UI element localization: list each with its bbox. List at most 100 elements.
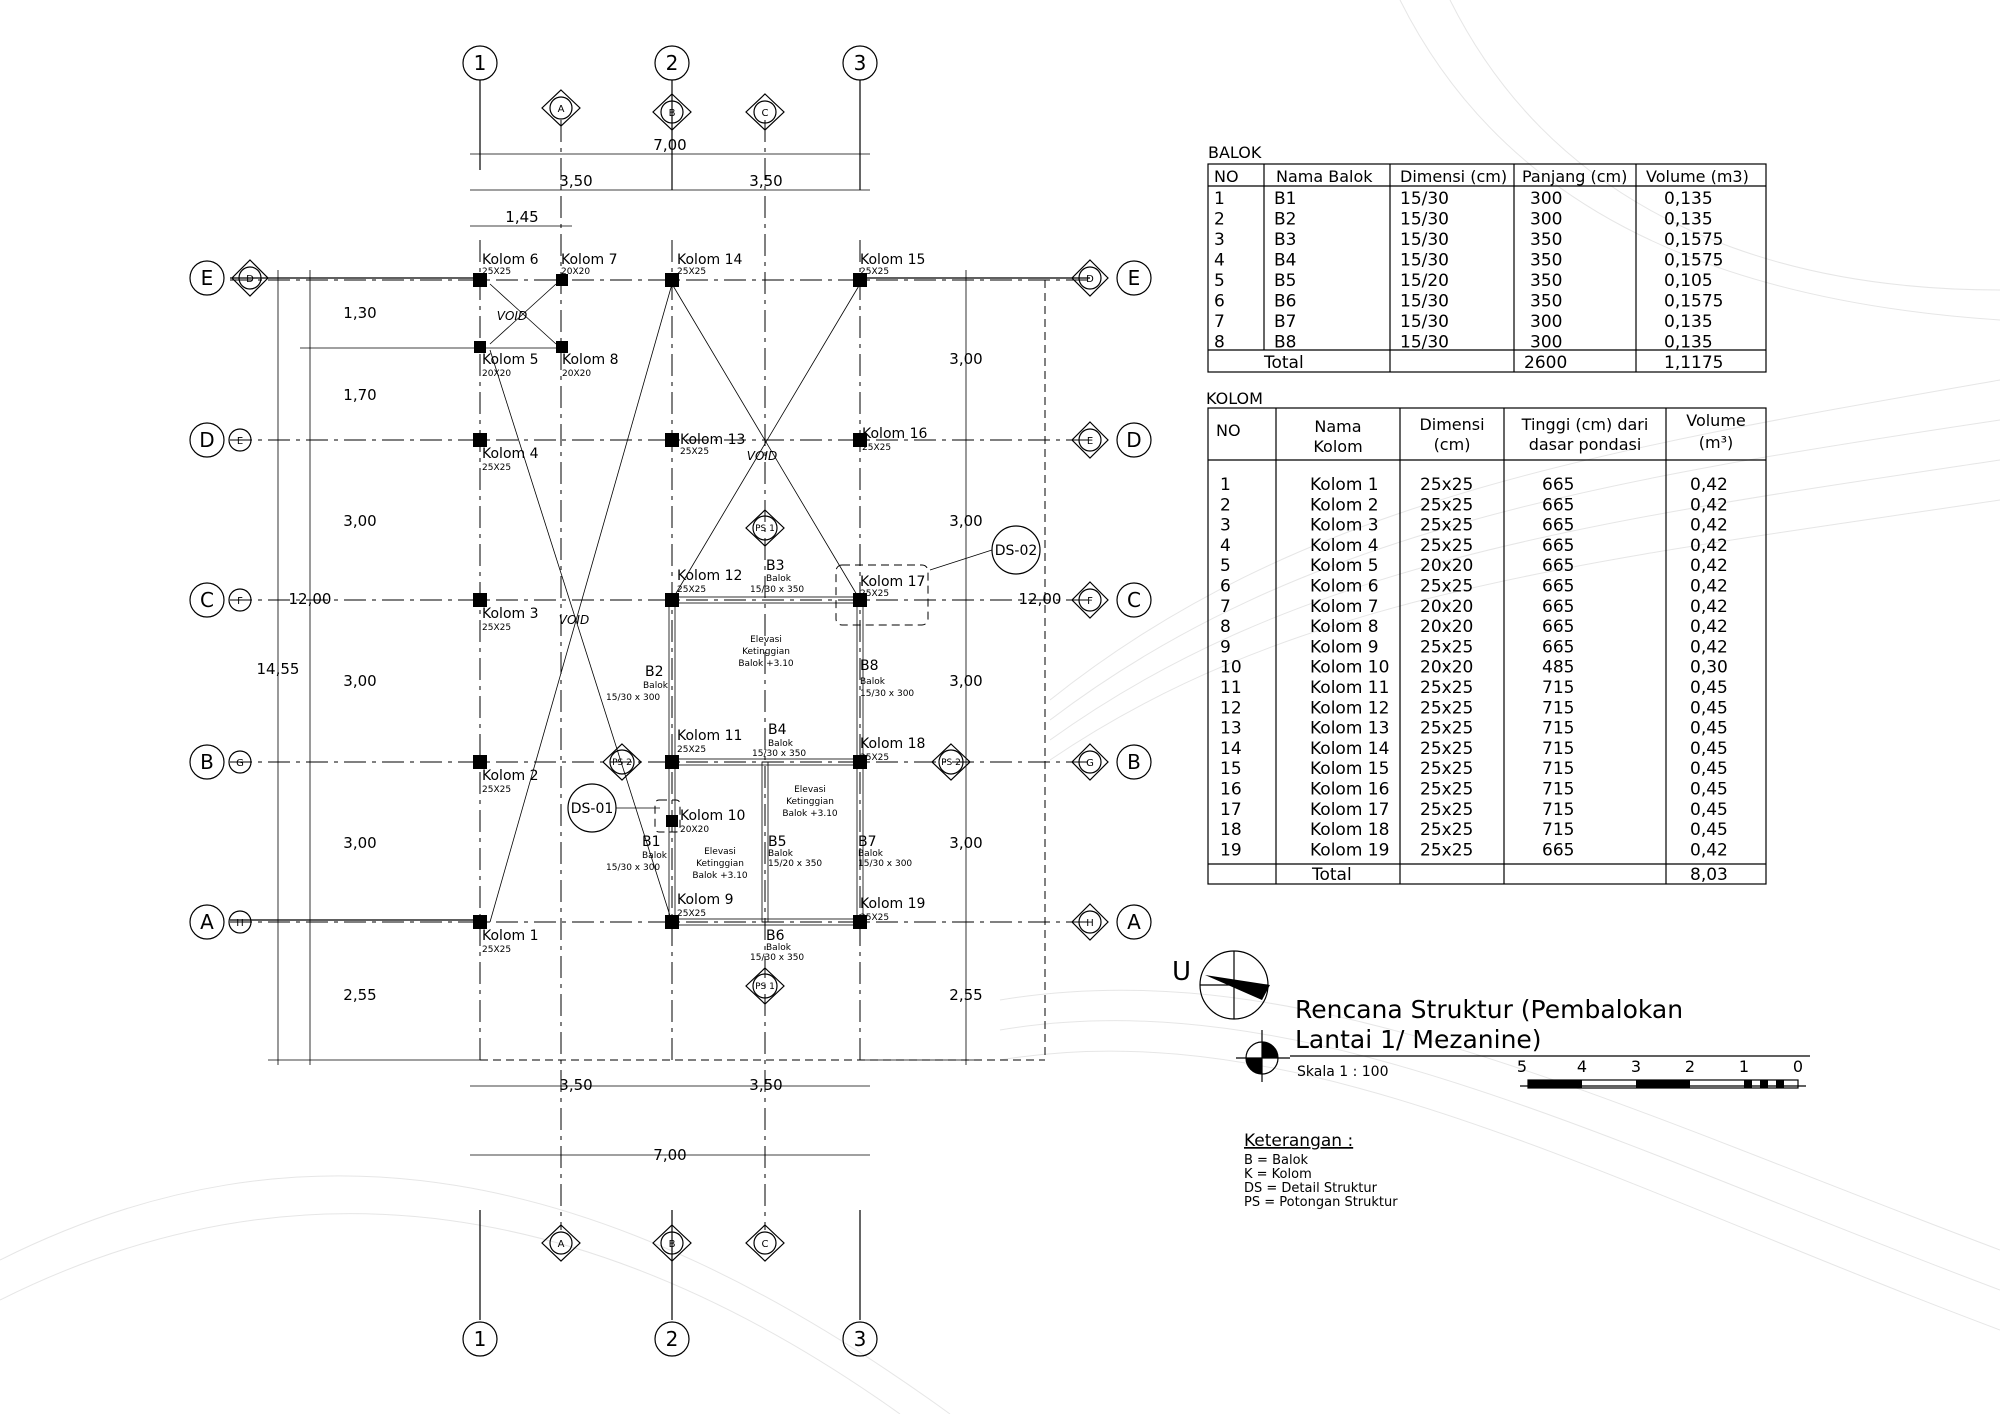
void-label-1: VOID — [497, 309, 527, 323]
legend-item-3: DS = Detail Struktur — [1244, 1181, 1378, 1196]
grid-inner-left-f: F — [237, 596, 243, 607]
dim-left-2: 1,70 — [343, 386, 376, 404]
ps2-right-label: PS 2 — [941, 758, 961, 768]
col-label-15: Kolom 15 — [860, 252, 925, 268]
grid-bottom-a: A — [558, 1239, 565, 1250]
balok-cell: 350 — [1530, 271, 1562, 291]
balok-cell: 15/30 — [1400, 230, 1449, 250]
balok-cell: 350 — [1530, 251, 1562, 271]
kolom-cell: Kolom 14 — [1310, 739, 1389, 759]
kolom-cell: 0,42 — [1690, 637, 1728, 657]
balok-cell: 0,105 — [1664, 271, 1713, 291]
balok-cell: 5 — [1214, 271, 1225, 291]
balok-cell: 300 — [1530, 333, 1562, 353]
balok-cell: B7 — [1274, 312, 1296, 332]
kolom-h-dim-1: Dimensi — [1419, 415, 1484, 434]
kolom-cell: 4 — [1220, 536, 1231, 556]
legend: Keterangan : B = Balok K = Kolom DS = De… — [1244, 1131, 1398, 1210]
beam-label-b5: B5 — [768, 834, 787, 850]
kolom-cell: Kolom 12 — [1310, 698, 1389, 718]
kolom-cell: Kolom 13 — [1310, 719, 1389, 739]
beam-type-b6: Balok — [766, 943, 792, 953]
balok-cell: 8 — [1214, 333, 1225, 353]
kolom-cell: 19 — [1220, 840, 1242, 860]
grid-inner-right-d: D — [1086, 274, 1094, 285]
kolom-cell: Kolom 18 — [1310, 820, 1389, 840]
col-label-12: Kolom 12 — [677, 568, 742, 584]
kolom-h-vol-2: (m³) — [1699, 433, 1733, 452]
grid-right-e: E — [1128, 266, 1141, 290]
scale-tick-5: 5 — [1517, 1057, 1527, 1076]
kolom-cell: 715 — [1542, 719, 1574, 739]
kolom-cell: 6 — [1220, 577, 1231, 597]
title-line-1: Rencana Struktur (Pembalokan — [1295, 995, 1683, 1024]
beam-type-b1: Balok — [642, 851, 668, 861]
balok-total-length: 2600 — [1524, 353, 1567, 373]
beam-type-b3: Balok — [766, 574, 792, 584]
kolom-cell: 25x25 — [1420, 577, 1473, 597]
kolom-cell: Kolom 2 — [1310, 495, 1379, 515]
title-block: U Rencana Struktur (Pembalokan Lantai 1/… — [1172, 950, 1810, 1089]
beam-label-b7: B7 — [858, 834, 877, 850]
col-size-18: 25X25 — [860, 753, 889, 763]
beam-type-b8: Balok — [860, 677, 886, 687]
kolom-cell: 0,30 — [1690, 658, 1728, 678]
col-size-10: 20X20 — [680, 825, 709, 835]
col-size-11: 25X25 — [677, 745, 706, 755]
dim-top-total: 7,00 — [653, 136, 686, 154]
balok-cell: B2 — [1274, 210, 1296, 230]
kolom-cell: 715 — [1542, 800, 1574, 820]
balok-cell: 300 — [1530, 210, 1562, 230]
balok-cell: 6 — [1214, 292, 1225, 312]
col-size-3: 25X25 — [482, 623, 511, 633]
balok-cell: 0,1575 — [1664, 230, 1723, 250]
col-label-2: Kolom 2 — [482, 768, 539, 784]
kolom-cell: 2 — [1220, 495, 1231, 515]
dim-top-b: 3,50 — [749, 172, 782, 190]
beam-dim-b4: 15/30 x 350 — [752, 749, 806, 759]
grid-top-2: 2 — [666, 51, 679, 75]
kolom-cell: 25x25 — [1420, 678, 1473, 698]
kolom-total-label: Total — [1311, 865, 1352, 885]
balok-cell: 15/30 — [1400, 292, 1449, 312]
grid-inner-left-e: E — [237, 436, 243, 447]
grid-top-b: B — [669, 108, 676, 119]
balok-cell: 15/30 — [1400, 312, 1449, 332]
kolom-cell: 25x25 — [1420, 759, 1473, 779]
kolom-h-height-2: dasar pondasi — [1529, 435, 1642, 454]
kolom-cell: 11 — [1220, 678, 1242, 698]
col-size-17: 25X25 — [860, 589, 889, 599]
dimension-lines — [268, 153, 980, 1156]
kolom-cell: 7 — [1220, 597, 1231, 617]
beam-label-b6: B6 — [766, 928, 785, 944]
kolom-cell: Kolom 4 — [1310, 536, 1379, 556]
col-size-16: 25X25 — [862, 443, 891, 453]
kolom-cell: 25x25 — [1420, 536, 1473, 556]
balok-cell: 0,135 — [1664, 189, 1713, 209]
beam-dim-b5: 15/20 x 350 — [768, 859, 822, 869]
kolom-cell: 0,45 — [1690, 780, 1728, 800]
elev-2a: Elevasi — [794, 785, 826, 795]
kolom-cell: 665 — [1542, 617, 1574, 637]
legend-item-2: K = Kolom — [1244, 1167, 1312, 1182]
kolom-cell: 0,45 — [1690, 698, 1728, 718]
grid-inner-right-h: H — [1086, 918, 1094, 929]
balok-cell: 350 — [1530, 292, 1562, 312]
col-size-19: 25X25 — [860, 913, 889, 923]
dim-top-small: 1,45 — [505, 208, 538, 226]
kolom-cell: 665 — [1542, 637, 1574, 657]
scale-tick-1: 1 — [1739, 1057, 1749, 1076]
col-label-4: Kolom 4 — [482, 446, 539, 462]
balok-cell: 350 — [1530, 230, 1562, 250]
grid-top-3: 3 — [854, 51, 867, 75]
kolom-cell: 5 — [1220, 556, 1231, 576]
balok-cell: 0,135 — [1664, 312, 1713, 332]
kolom-cell: 14 — [1220, 739, 1242, 759]
scale-label: Skala 1 : 100 — [1297, 1064, 1389, 1080]
column-squares — [473, 273, 867, 929]
balok-h-name: Nama Balok — [1276, 167, 1373, 186]
balok-table: BALOK NO Nama Balok Dimensi (cm) Panjang… — [1207, 143, 1767, 373]
scale-tick-4: 4 — [1577, 1057, 1587, 1076]
dim-left-3: 3,00 — [343, 512, 376, 530]
balok-cell: B5 — [1274, 271, 1296, 291]
